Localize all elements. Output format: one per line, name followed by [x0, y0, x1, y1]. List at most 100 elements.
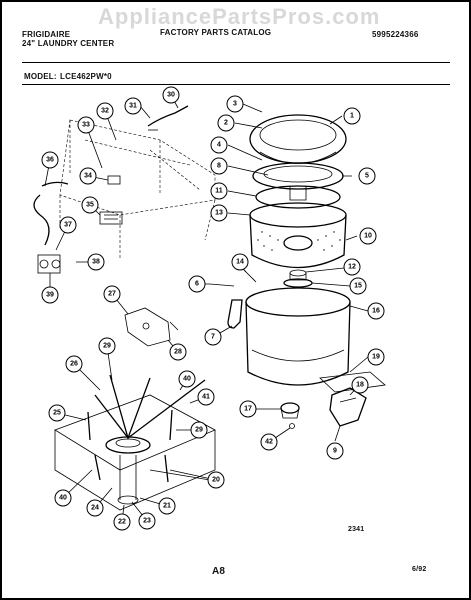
svg-text:26: 26 [70, 361, 78, 368]
svg-text:12: 12 [348, 264, 356, 271]
tub-ring [252, 162, 344, 190]
water-inlet-valve-assembly [33, 181, 69, 282]
svg-text:17: 17 [244, 406, 252, 413]
callout-16: 16 [367, 302, 385, 320]
outer-tub [245, 287, 351, 386]
callout-14: 14 [231, 253, 249, 271]
svg-text:38: 38 [92, 259, 100, 266]
callout-15: 15 [349, 277, 367, 295]
svg-text:19: 19 [372, 354, 380, 361]
brand-name: FRIGIDAIRE [22, 30, 71, 39]
callout-5: 5 [358, 167, 376, 185]
model-value: LCE462PW*0 [60, 72, 112, 81]
callout-22: 22 [113, 513, 131, 531]
callout-9: 9 [326, 442, 344, 460]
svg-text:30: 30 [167, 92, 175, 99]
callout-3: 3 [226, 95, 244, 113]
svg-text:16: 16 [372, 308, 380, 315]
svg-text:33: 33 [82, 122, 90, 129]
header-rule-top [22, 62, 450, 63]
svg-text:29: 29 [195, 427, 203, 434]
callout-13: 13 [210, 204, 228, 222]
callout-41: 41 [197, 388, 215, 406]
tub-cover-lid [249, 114, 347, 164]
svg-text:23: 23 [143, 518, 151, 525]
callout-leader-lines [44, 94, 369, 523]
product-name: 24" LAUNDRY CENTER [22, 39, 115, 48]
callout-23: 23 [138, 512, 156, 530]
svg-text:3: 3 [233, 101, 237, 108]
callout-32: 32 [96, 102, 114, 120]
svg-text:28: 28 [174, 349, 182, 356]
callout-6: 6 [188, 275, 206, 293]
callout-27: 27 [103, 285, 121, 303]
callout-12: 12 [343, 258, 361, 276]
page-number: A8 [212, 566, 226, 577]
svg-text:37: 37 [64, 222, 72, 229]
cabinet-frame [59, 119, 216, 260]
watermark: AppliancePartsPros.com [98, 4, 381, 29]
svg-text:41: 41 [202, 394, 210, 401]
callout-40-right: 40 [178, 370, 196, 388]
svg-text:8: 8 [217, 163, 221, 170]
callout-19: 19 [367, 348, 385, 366]
svg-text:27: 27 [108, 291, 116, 298]
callout-42: 42 [260, 433, 278, 451]
callout-25: 25 [48, 404, 66, 422]
svg-text:6: 6 [195, 281, 199, 288]
svg-text:20: 20 [212, 477, 220, 484]
basket-top [255, 185, 341, 209]
fill-hose [147, 105, 189, 131]
svg-text:7: 7 [211, 334, 215, 341]
model-label: MODEL: [24, 72, 57, 81]
svg-text:2: 2 [224, 120, 228, 127]
callout-33: 33 [77, 116, 95, 134]
callout-18: 18 [351, 376, 369, 394]
switch-brackets [99, 175, 123, 225]
part-number: 5995224366 [372, 30, 419, 39]
callout-11: 11 [210, 182, 228, 200]
svg-text:4: 4 [217, 142, 221, 149]
spin-basket [249, 202, 347, 269]
callout-28: 28 [169, 343, 187, 361]
svg-text:11: 11 [215, 188, 223, 195]
suspension-base-assembly [54, 374, 216, 511]
callout-21: 21 [158, 497, 176, 515]
svg-text:10: 10 [364, 233, 372, 240]
svg-text:34: 34 [84, 173, 92, 180]
svg-text:14: 14 [236, 259, 244, 266]
svg-text:31: 31 [129, 103, 137, 110]
callout-1: 1 [343, 107, 361, 125]
svg-text:5: 5 [365, 173, 369, 180]
header-rule-bottom [22, 84, 450, 85]
svg-text:21: 21 [163, 503, 171, 510]
svg-text:24: 24 [91, 505, 99, 512]
callout-17: 17 [239, 400, 257, 418]
callout-8: 8 [210, 157, 228, 175]
callout-29-top: 29 [98, 337, 116, 355]
pump-bracket [319, 371, 386, 427]
callout-7: 7 [204, 328, 222, 346]
callout-24: 24 [86, 499, 104, 517]
svg-text:22: 22 [118, 519, 126, 526]
svg-text:29: 29 [103, 343, 111, 350]
callout-20: 20 [207, 471, 225, 489]
svg-text:15: 15 [354, 283, 362, 290]
callout-29-right: 29 [190, 421, 208, 439]
figure-code: 2341 [348, 526, 365, 533]
svg-text:1: 1 [350, 113, 354, 120]
svg-text:32: 32 [101, 108, 109, 115]
svg-text:25: 25 [53, 410, 61, 417]
svg-text:40: 40 [59, 495, 67, 502]
callout-38: 38 [87, 253, 105, 271]
callout-30: 30 [162, 86, 180, 104]
svg-text:39: 39 [46, 292, 54, 299]
pump-pulley [280, 402, 300, 429]
svg-text:36: 36 [46, 157, 54, 164]
callout-markers: 1 2 3 4 5 6 7 8 9 10 11 12 13 14 15 16 1… [41, 86, 385, 531]
callout-26: 26 [65, 355, 83, 373]
callout-40-left: 40 [54, 489, 72, 507]
